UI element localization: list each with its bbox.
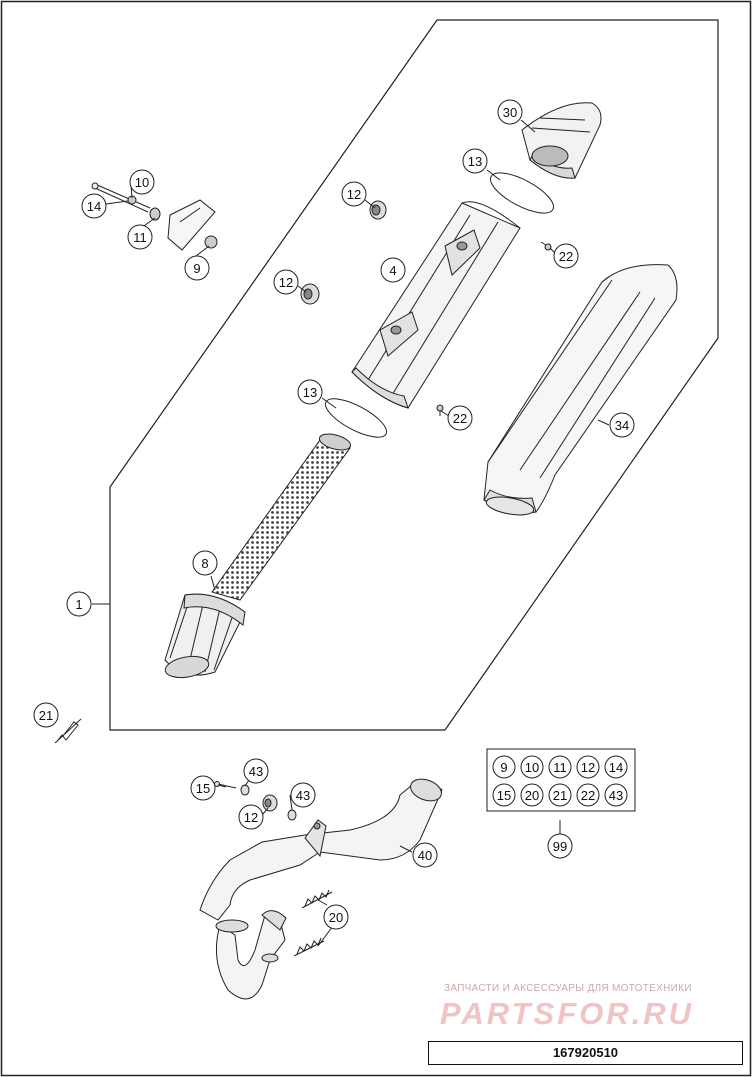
kit-row-1: 9 10 11 12 14	[492, 755, 628, 779]
callout-30: 30	[497, 99, 523, 125]
watermark-logo: PARTSFOR.RU	[440, 996, 695, 1031]
svg-text:9: 9	[500, 760, 507, 775]
svg-text:10: 10	[525, 760, 539, 775]
callout-40: 40	[412, 842, 438, 868]
svg-text:12: 12	[581, 760, 595, 775]
svg-text:12: 12	[347, 187, 361, 202]
kit-contents-grid: 9 10 11 12 14 15 20 21 22 43	[486, 748, 636, 812]
kit-row-2: 15 20 21 22 43	[492, 783, 628, 807]
watermark-tagline: ЗАПЧАСТИ И АКСЕССУАРЫ ДЛЯ МОТОТЕХНИКИ	[444, 983, 692, 994]
mounting-bracket-kit	[91, 182, 218, 251]
svg-text:11: 11	[133, 230, 147, 245]
gasket-ring-lower	[324, 398, 388, 438]
svg-text:22: 22	[581, 788, 595, 803]
gasket-ring-upper	[489, 172, 555, 214]
svg-text:9: 9	[193, 261, 200, 276]
svg-text:1: 1	[75, 597, 82, 612]
callout-11: 11	[127, 224, 153, 250]
svg-text:43: 43	[609, 788, 623, 803]
callout-10: 10	[129, 169, 155, 195]
callout-1: 1	[66, 591, 92, 617]
callout-20: 20	[323, 904, 349, 930]
callout-13-lower: 13	[297, 379, 323, 405]
callout-34: 34	[609, 412, 635, 438]
screw-upper	[540, 241, 552, 251]
svg-text:4: 4	[389, 263, 396, 278]
leader-lines	[92, 119, 610, 947]
callout-21: 21	[33, 702, 59, 728]
callout-22-lower: 22	[447, 405, 473, 431]
grommet-upper	[369, 200, 387, 220]
spring-21	[54, 718, 82, 744]
svg-text:12: 12	[279, 275, 293, 290]
callout-12-upper: 12	[341, 181, 367, 207]
svg-text:43: 43	[296, 788, 310, 803]
callout-12-lower: 12	[238, 804, 264, 830]
inlet-cone	[164, 593, 246, 679]
svg-text:40: 40	[418, 848, 432, 863]
callout-43-upper: 43	[243, 758, 269, 784]
callout-99: 99	[547, 833, 573, 859]
svg-text:14: 14	[609, 760, 623, 775]
svg-text:13: 13	[468, 154, 482, 169]
svg-text:99: 99	[553, 839, 567, 854]
svg-text:22: 22	[559, 249, 573, 264]
svg-text:22: 22	[453, 411, 467, 426]
svg-text:15: 15	[497, 788, 511, 803]
svg-text:34: 34	[615, 418, 629, 433]
end-cap-part	[521, 102, 602, 179]
callout-9: 9	[184, 255, 210, 281]
silencer-outer-sleeve	[483, 264, 678, 516]
svg-text:14: 14	[87, 199, 101, 214]
silencer-inner-body	[351, 201, 521, 409]
perforated-pipe	[211, 433, 352, 601]
svg-text:13: 13	[303, 385, 317, 400]
callout-8: 8	[192, 550, 218, 576]
assembly-outline	[109, 19, 719, 731]
callout-13-upper: 13	[462, 148, 488, 174]
svg-text:12: 12	[244, 810, 258, 825]
svg-text:21: 21	[553, 788, 567, 803]
svg-text:30: 30	[503, 105, 517, 120]
header-pipe	[199, 778, 443, 1000]
svg-text:43: 43	[249, 764, 263, 779]
svg-text:8: 8	[201, 556, 208, 571]
callout-15: 15	[190, 775, 216, 801]
document-number: 167920510	[428, 1041, 743, 1065]
svg-text:15: 15	[196, 781, 210, 796]
screw-lower	[436, 404, 444, 416]
callout-4: 4	[380, 257, 406, 283]
svg-text:20: 20	[329, 910, 343, 925]
callout-43-lower: 43	[290, 782, 316, 808]
svg-text:10: 10	[135, 175, 149, 190]
callout-12-middle: 12	[273, 269, 299, 295]
spring-20-upper	[301, 889, 333, 909]
svg-text:21: 21	[39, 708, 53, 723]
callout-14: 14	[81, 193, 107, 219]
svg-text:11: 11	[553, 760, 567, 775]
spring-20-lower	[293, 937, 325, 957]
svg-text:20: 20	[525, 788, 539, 803]
grommet-middle	[300, 283, 320, 305]
callout-22-upper: 22	[553, 243, 579, 269]
